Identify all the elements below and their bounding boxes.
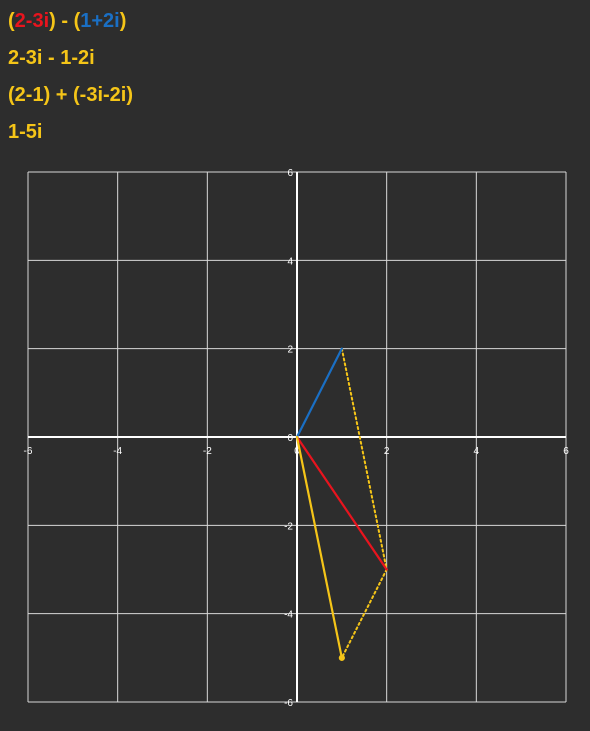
vector-result-endpoint-dot xyxy=(338,654,345,661)
expression-line-2: 2-3i - 1-2i xyxy=(8,47,95,69)
paren-close-2: ) xyxy=(119,10,127,32)
tick-labels: -6 -4 -2 0 2 4 6 -6 -4 -2 0 2 4 6 xyxy=(24,168,570,709)
y-tick-label: 2 xyxy=(287,345,293,356)
x-tick-label: 6 xyxy=(563,446,569,457)
y-tick-label: 4 xyxy=(287,256,293,267)
y-tick-label: -6 xyxy=(284,698,293,709)
x-tick-label: -2 xyxy=(203,446,212,457)
vectors xyxy=(295,347,388,661)
x-tick-label: -4 xyxy=(113,446,122,457)
term-a: 2-3i xyxy=(14,10,50,32)
expression-line-4: 1-5i xyxy=(8,121,43,143)
expression-line-3: (2-1) + (-3i-2i) xyxy=(8,84,134,106)
guide-dotted-line xyxy=(340,347,388,571)
y-tick-label: -4 xyxy=(284,610,293,621)
paren-open-1: ( xyxy=(8,10,15,32)
x-tick-label: 4 xyxy=(474,446,480,457)
y-tick-label: -2 xyxy=(284,521,293,532)
x-tick-label: 0 xyxy=(294,446,300,457)
vector-result xyxy=(295,435,343,659)
y-tick-label: 6 xyxy=(287,168,293,179)
y-tick-label: 0 xyxy=(287,433,293,444)
vector-b xyxy=(295,347,343,439)
minus-operator: ) - ( xyxy=(49,10,81,32)
term-b: 1+2i xyxy=(80,10,120,32)
expression-list: (2-3i) - (1+2i) 2-3i - 1-2i (2-1) + (-3i… xyxy=(8,8,133,156)
guide-dotted-line xyxy=(340,568,388,659)
x-tick-label: 2 xyxy=(384,446,390,457)
expression-line-1: (2-3i) - (1+2i) xyxy=(8,8,133,34)
x-tick-label: -6 xyxy=(24,446,33,457)
vector-a xyxy=(295,435,388,571)
